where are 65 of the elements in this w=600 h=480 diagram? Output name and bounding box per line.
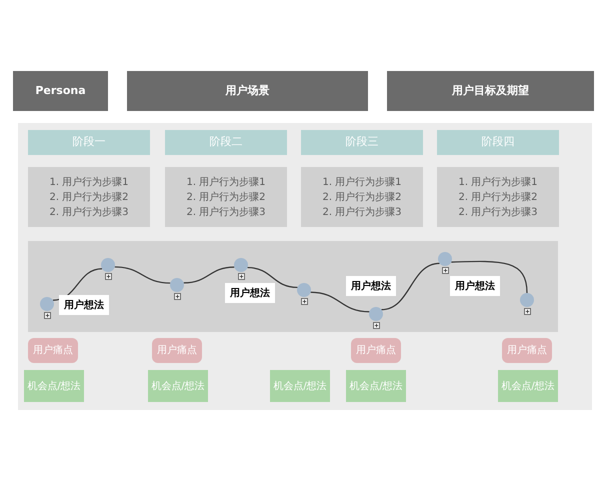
journey-curve xyxy=(52,268,102,301)
pain-point-text: 用户痛点 xyxy=(356,344,396,358)
stage-header xyxy=(28,130,150,155)
journey-curve xyxy=(184,266,234,284)
pain-point-text: 用户痛点 xyxy=(33,344,73,358)
opportunity-box xyxy=(346,370,406,402)
steps-box xyxy=(437,167,559,227)
pain-point-box xyxy=(351,338,401,363)
journey-band xyxy=(28,241,558,332)
steps-box xyxy=(165,167,287,227)
step-text: 2. 用户行为步骤3 xyxy=(186,206,266,220)
pain-point-text: 用户痛点 xyxy=(157,344,197,358)
journey-curve xyxy=(114,266,170,284)
thought-text: 用户想法 xyxy=(351,279,391,294)
header-text: Persona xyxy=(35,82,86,99)
pain-point-box xyxy=(502,338,552,363)
opportunity-text: 机会点/想法 xyxy=(151,380,205,394)
opportunity-box xyxy=(24,370,84,402)
stage-title: 阶段四 xyxy=(482,134,514,150)
thought-text: 用户想法 xyxy=(455,279,495,294)
steps-box xyxy=(28,167,150,227)
opportunity-text: 机会点/想法 xyxy=(273,380,327,394)
journey-curve xyxy=(451,260,528,294)
pain-point-box xyxy=(28,338,78,363)
thought-box xyxy=(59,295,109,315)
step-text: 1. 用户行为步骤1 xyxy=(186,176,266,190)
stage-header xyxy=(301,130,423,155)
thought-box xyxy=(225,283,275,303)
opportunity-text: 机会点/想法 xyxy=(27,380,81,394)
stage-header xyxy=(437,130,559,155)
step-text: 1. 用户行为步骤1 xyxy=(322,176,402,190)
journey-curve xyxy=(310,292,370,312)
opportunity-box xyxy=(148,370,208,402)
thought-box xyxy=(346,276,396,296)
step-text: 2. 用户行为步骤2 xyxy=(322,190,402,204)
pain-point-box xyxy=(152,338,202,363)
thought-box xyxy=(450,276,500,296)
step-text: 2. 用户行为步骤3 xyxy=(49,206,129,220)
stage-header xyxy=(165,130,287,155)
step-text: 1. 用户行为步骤1 xyxy=(49,176,129,190)
step-text: 2. 用户行为步骤2 xyxy=(49,190,129,204)
panel-background xyxy=(18,123,592,410)
stage-title: 阶段三 xyxy=(346,134,378,150)
header-text: 用户场景 xyxy=(226,82,270,99)
opportunity-text: 机会点/想法 xyxy=(349,380,403,394)
header-text: 用户目标及期望 xyxy=(452,82,529,99)
header-bar xyxy=(387,71,594,111)
opportunity-box xyxy=(498,370,558,402)
step-text: 1. 用户行为步骤1 xyxy=(458,176,538,190)
step-text: 2. 用户行为步骤2 xyxy=(186,190,266,204)
thought-text: 用户想法 xyxy=(230,286,270,300)
steps-box xyxy=(301,167,423,227)
step-text: 2. 用户行为步骤3 xyxy=(458,206,538,220)
pain-point-text: 用户痛点 xyxy=(507,344,547,358)
stage-title: 阶段一 xyxy=(72,134,106,150)
header-bar xyxy=(127,71,368,111)
stage-title: 阶段二 xyxy=(210,134,242,150)
step-text: 2. 用户行为步骤2 xyxy=(458,190,538,204)
opportunity-text: 机会点/想法 xyxy=(501,380,555,394)
journey-curve xyxy=(247,266,298,288)
step-text: 2. 用户行为步骤3 xyxy=(322,206,402,220)
journey-curve xyxy=(381,262,440,310)
header-bar xyxy=(13,71,108,111)
opportunity-box xyxy=(270,370,330,402)
thought-text: 用户想法 xyxy=(64,298,104,312)
